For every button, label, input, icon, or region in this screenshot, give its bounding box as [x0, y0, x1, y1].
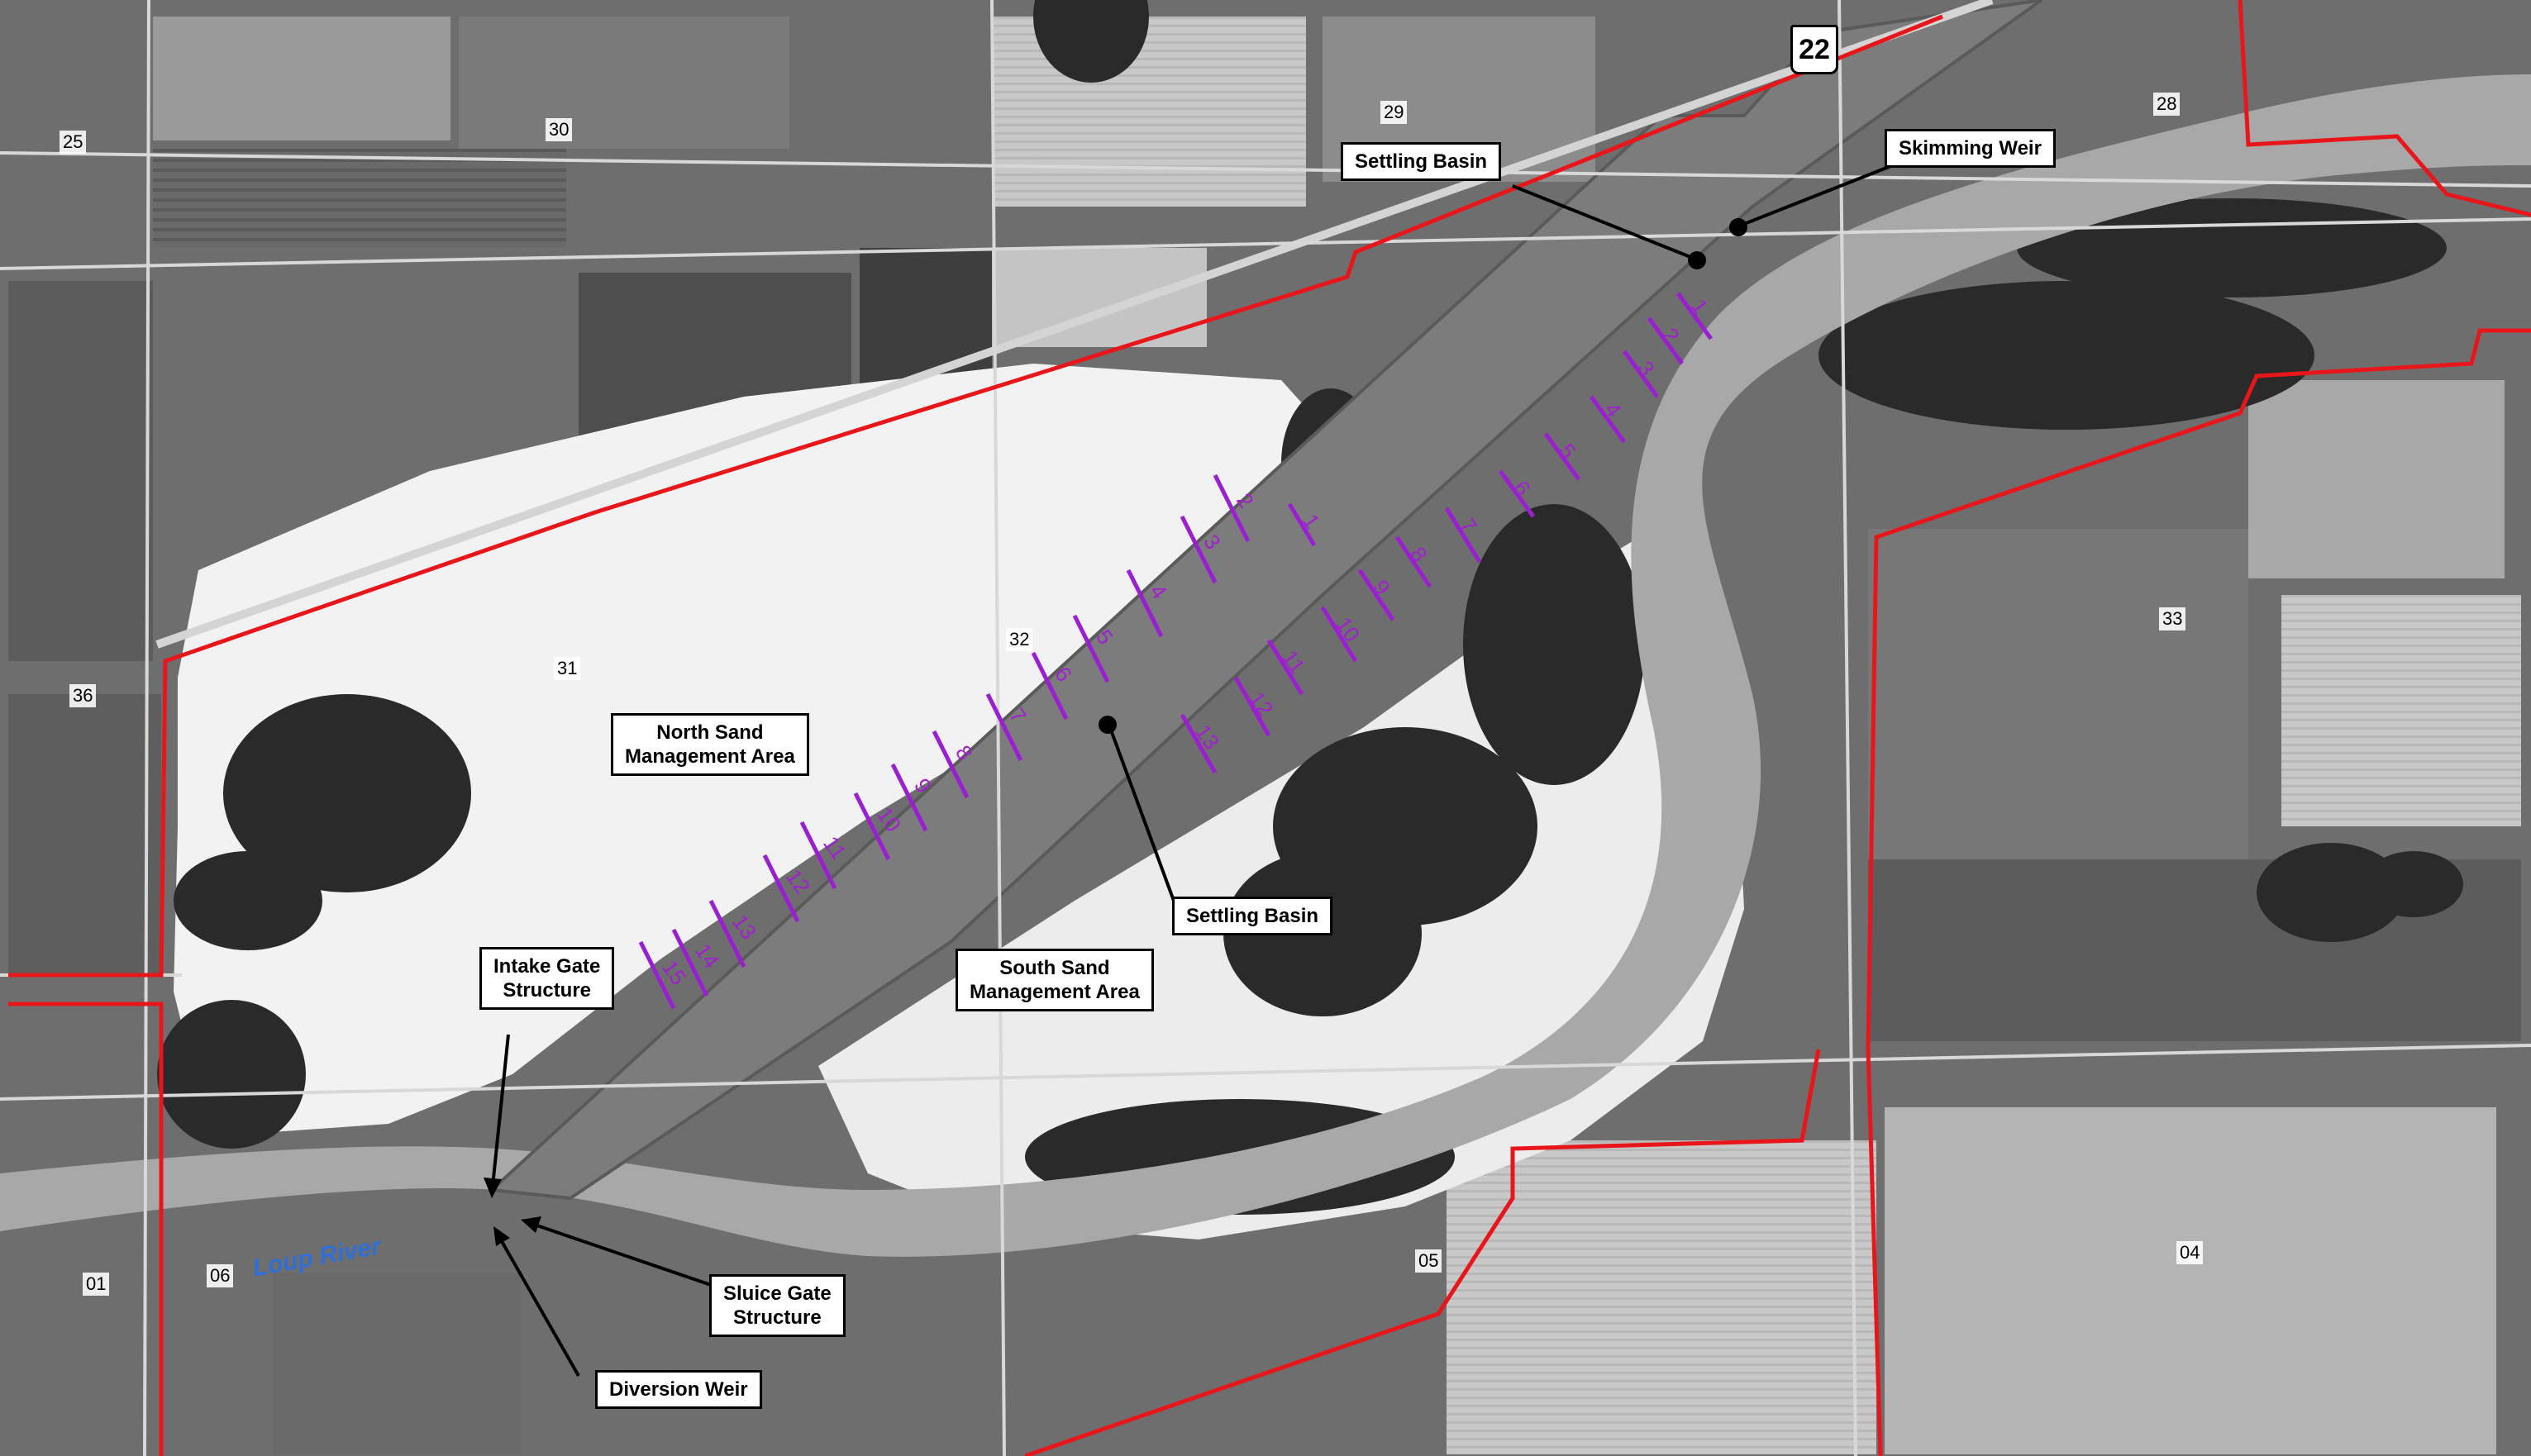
- callout-settling-basin-north: Settling Basin: [1341, 142, 1502, 181]
- section-number-36: 36: [69, 684, 97, 707]
- leader-dots: [1099, 218, 1747, 734]
- field-patches: [8, 17, 2521, 1454]
- section-number-06: 06: [207, 1264, 234, 1287]
- callout-intake-gate-structure: Intake Gate Structure: [479, 947, 615, 1010]
- south-transects: [1180, 292, 1714, 774]
- section-number-30: 30: [546, 118, 573, 141]
- section-number-04: 04: [2176, 1241, 2204, 1264]
- leader-lines: [490, 164, 1894, 1377]
- callout-settling-basin-center: Settling Basin: [1172, 897, 1333, 935]
- section-number-25: 25: [60, 131, 87, 154]
- section-number-28: 28: [2153, 93, 2181, 116]
- section-number-01: 01: [83, 1273, 110, 1296]
- section-number-05: 05: [1415, 1249, 1442, 1273]
- section-number-31: 31: [554, 657, 581, 680]
- north-transects: [638, 473, 1317, 1010]
- callout-north-sand-management-area: North Sand Management Area: [611, 713, 809, 776]
- property-boundary: [8, 0, 2531, 1456]
- callout-sluice-gate-structure: Sluice Gate Structure: [709, 1274, 846, 1337]
- highway-shield: 22: [1790, 25, 1838, 74]
- callout-south-sand-management-area: South Sand Management Area: [956, 949, 1154, 1011]
- highway: [155, 0, 1994, 649]
- settling-basin-canal: [488, 0, 2043, 1201]
- section-number-29: 29: [1380, 101, 1408, 124]
- callout-skimming-weir: Skimming Weir: [1885, 129, 2056, 168]
- leader-arrowheads: [484, 1178, 541, 1246]
- callout-diversion-weir: Diversion Weir: [595, 1370, 762, 1409]
- section-number-32: 32: [1006, 628, 1033, 651]
- section-number-33: 33: [2159, 607, 2186, 630]
